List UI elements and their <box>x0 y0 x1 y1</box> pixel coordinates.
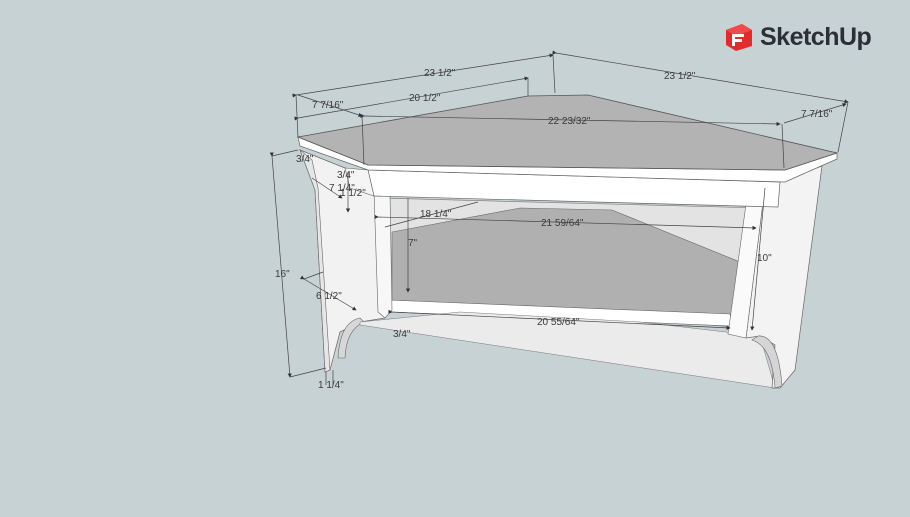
dim-apron-height: 1 1/2" <box>340 188 366 199</box>
dim-shelf-front: 21 59/64" <box>541 218 584 229</box>
dim-top-right-outer: 23 1/2" <box>664 71 696 82</box>
table-top <box>296 94 839 171</box>
corner-shelf-model[interactable] <box>296 94 839 389</box>
dim-shelf-clearance: 7" <box>408 238 418 249</box>
dim-top-left-inner: 20 1/2" <box>409 93 441 104</box>
dim-right-leg-height: 10" <box>757 253 772 264</box>
dim-right-overhang: 7 7/16" <box>801 109 833 120</box>
dim-side-width: 6 1/2" <box>316 291 342 302</box>
sketchup-logo: SketchUp <box>724 22 872 52</box>
right-foot-arch <box>751 335 783 389</box>
left-side-outer-face <box>299 149 331 373</box>
brand-name: SketchUp <box>760 22 872 51</box>
dim-foot-width: 1 1/4" <box>318 380 344 391</box>
dimension-annotations <box>269 50 849 385</box>
dim-total-height: 16" <box>275 269 290 280</box>
dim-shelf-depth: 18 1/4" <box>420 209 452 220</box>
dim-apron-offset: 7 1/4" <box>329 183 355 194</box>
dim-bottom-rail: 20 55/64" <box>537 317 580 328</box>
dimension-labels: 23 1/2" 23 1/2" 20 1/2" 7 7/16" 22 23/32… <box>275 68 833 391</box>
dim-left-overhang: 7 7/16" <box>312 100 344 111</box>
sketchup-logo-icon <box>726 24 752 51</box>
right-side-panel <box>745 165 823 389</box>
dim-top-thickness-mid: 3/4" <box>337 170 355 181</box>
dim-top-left-outer: 23 1/2" <box>424 68 456 79</box>
dim-shelf-thickness: 3/4" <box>393 329 411 340</box>
dim-front-edge: 22 23/32" <box>548 116 591 127</box>
dim-top-thickness-left: 3/4" <box>296 154 314 165</box>
